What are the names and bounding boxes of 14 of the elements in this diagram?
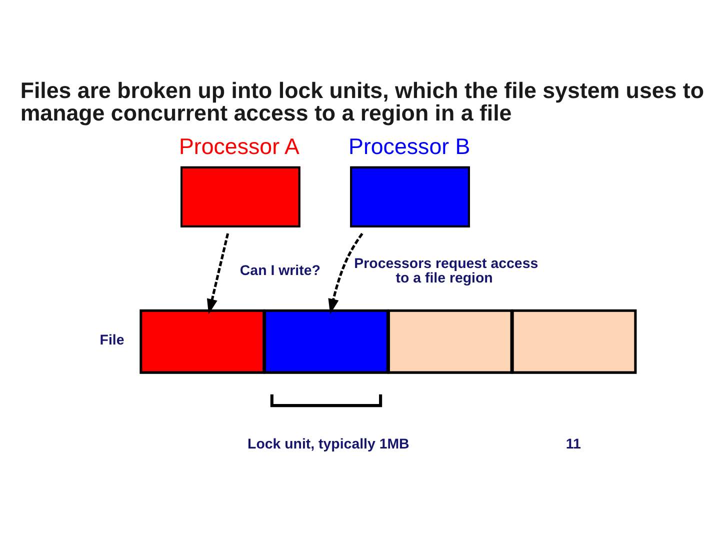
label: File [100, 332, 124, 348]
node-label: Processor A [179, 133, 300, 158]
label: Processors request access to a file region [354, 256, 538, 286]
label: Can I write? [240, 262, 320, 278]
node-box [387, 308, 513, 374]
label: 11 [566, 436, 581, 452]
label: Lock unit, typically 1MB [248, 436, 410, 452]
node-label: Processor B [348, 133, 470, 158]
node-box [511, 308, 637, 374]
node-box [264, 308, 389, 374]
diagram-title: Files are broken up into lock units, which the file system uses to manage concurrent access to a region in a file [20, 77, 704, 125]
arrow [206, 232, 230, 314]
node-box [140, 308, 266, 374]
arrow [328, 232, 364, 314]
